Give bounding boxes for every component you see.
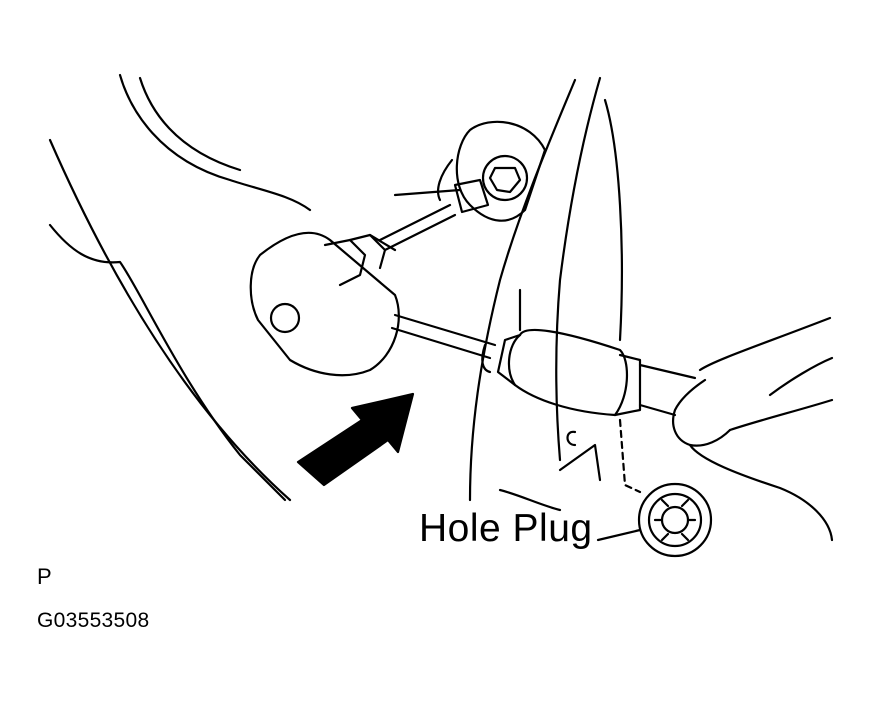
hand bbox=[672, 316, 834, 542]
extension-bar bbox=[390, 313, 497, 374]
upper-bracket bbox=[436, 120, 547, 222]
wire-connector bbox=[378, 178, 490, 252]
push-direction-arrow bbox=[296, 392, 415, 487]
hole-plug-leader bbox=[618, 418, 642, 494]
hole-plug bbox=[637, 482, 713, 558]
socket-wrench bbox=[496, 328, 697, 417]
callout-leader bbox=[596, 528, 642, 542]
view-code: P bbox=[37, 564, 52, 589]
pillar-bolt bbox=[566, 430, 577, 447]
body-panel bbox=[48, 73, 312, 502]
sensor-unit bbox=[249, 231, 400, 377]
figure-id: G03553508 bbox=[37, 609, 150, 632]
door-pillar bbox=[468, 76, 623, 512]
hole-plug-label: Hole Plug bbox=[419, 507, 593, 550]
